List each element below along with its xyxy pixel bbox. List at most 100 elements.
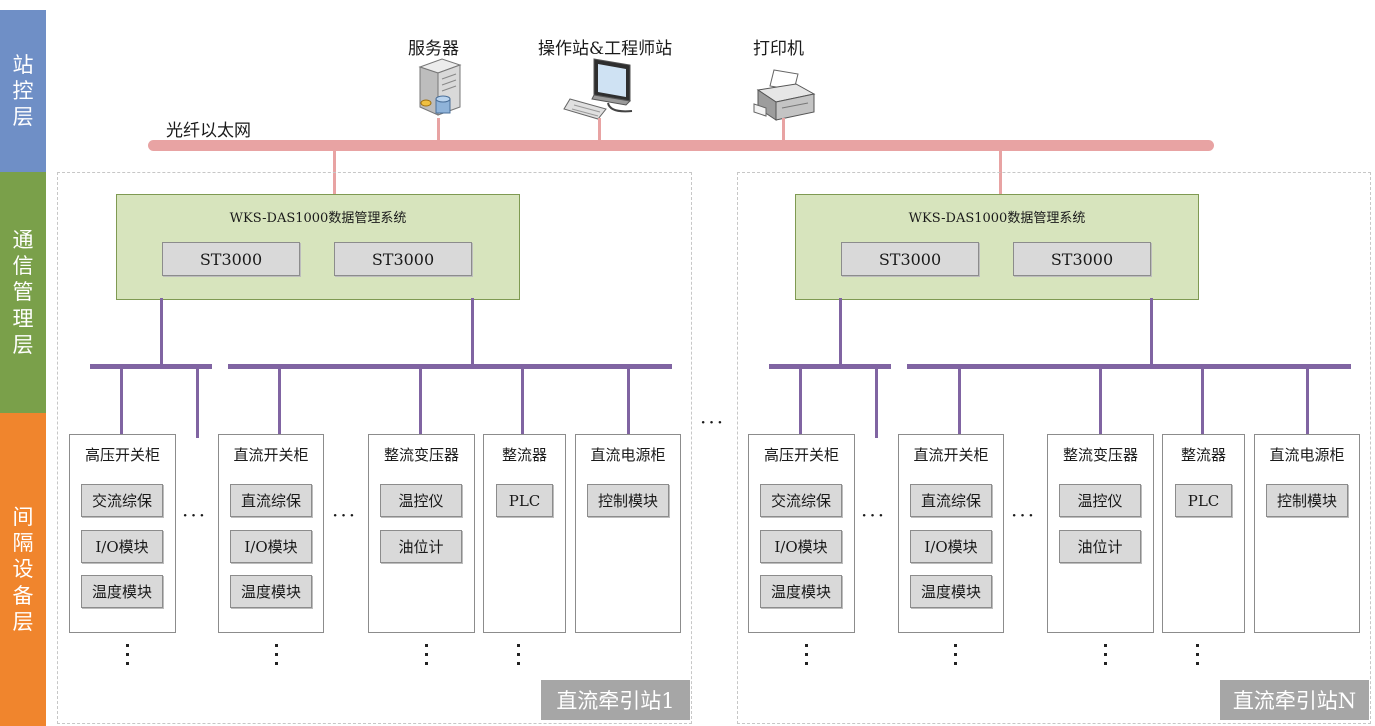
bus-drop [419, 368, 422, 434]
workstation-link [598, 118, 601, 142]
module: 控制模块 [1266, 484, 1348, 517]
bus-drop [1099, 368, 1102, 434]
hv-switchgear-cabinet: 高压开关柜 交流综保 I/O模块 温度模块 [748, 434, 855, 633]
cabinet-title: 整流变压器 [383, 446, 459, 464]
bus-drop [120, 368, 123, 434]
ellipsis: ··· [182, 503, 208, 527]
vertical-ellipsis [274, 644, 280, 671]
printer-label: 打印机 [753, 39, 804, 59]
rectifier-transformer-cabinet: 整流变压器 温控仪 油位计 [1047, 434, 1154, 633]
rectifier-cabinet: 整流器 PLC [483, 434, 566, 633]
module: 交流综保 [760, 484, 842, 517]
module: 直流综保 [230, 484, 312, 517]
printer-icon [752, 68, 818, 128]
das-system: WKS-DAS1000数据管理系统 ST3000 ST3000 [116, 194, 520, 300]
cabinet-title: 整流变压器 [1062, 446, 1138, 464]
dc-power-cabinet: 直流电源柜 控制模块 [575, 434, 681, 633]
layer-label: 间隔设备层 [12, 504, 34, 634]
layer-label: 站控层 [12, 52, 34, 130]
bus-drop [875, 368, 878, 438]
das-title: WKS-DAS1000数据管理系统 [229, 211, 407, 226]
st3000-unit: ST3000 [162, 242, 300, 276]
module: I/O模块 [81, 530, 163, 563]
workstation-label: 操作站&工程师站 [538, 39, 673, 59]
hv-switchgear-cabinet: 高压开关柜 交流综保 I/O模块 温度模块 [69, 434, 176, 633]
cabinet-title: 整流器 [501, 446, 547, 464]
das-system: WKS-DAS1000数据管理系统 ST3000 ST3000 [795, 194, 1199, 300]
ellipsis: ··· [332, 503, 358, 527]
workstation-icon [562, 55, 642, 125]
st-link [1150, 298, 1153, 366]
module: 控制模块 [587, 484, 669, 517]
bus-drop [627, 368, 630, 434]
dc-switchgear-cabinet: 直流开关柜 直流综保 I/O模块 温度模块 [218, 434, 324, 633]
module: 交流综保 [81, 484, 163, 517]
cabinet-title: 高压开关柜 [84, 446, 160, 464]
layer-communication: 通信管理层 [0, 172, 46, 413]
dc-power-cabinet: 直流电源柜 控制模块 [1254, 434, 1360, 633]
module: 温度模块 [760, 575, 842, 608]
cabinet-title: 整流器 [1180, 446, 1226, 464]
device-bus [907, 364, 1351, 369]
st3000-unit: ST3000 [334, 242, 472, 276]
vertical-ellipsis [1195, 644, 1201, 671]
station-label: 直流牵引站1 [541, 680, 690, 720]
printer-link [782, 118, 785, 142]
bus-drop [1201, 368, 1204, 434]
vertical-ellipsis [804, 644, 810, 671]
server-icon [412, 55, 468, 121]
module: 温控仪 [1059, 484, 1141, 517]
server-link [437, 118, 440, 142]
module: 温控仪 [380, 484, 462, 517]
bus-drop [521, 368, 524, 434]
st-link [160, 298, 163, 366]
cabinet-title: 直流开关柜 [913, 446, 989, 464]
cabinet-title: 直流开关柜 [233, 446, 309, 464]
bus-drop [799, 368, 802, 434]
layer-label: 通信管理层 [12, 227, 34, 357]
module: 油位计 [380, 530, 462, 563]
module: I/O模块 [230, 530, 312, 563]
fiber-ethernet-bus [148, 140, 1214, 151]
bus-drop [1306, 368, 1309, 434]
station-1 [57, 172, 692, 724]
ellipsis: ··· [861, 503, 887, 527]
bus-drop [196, 368, 199, 438]
bus-drop [278, 368, 281, 434]
st-link [839, 298, 842, 366]
device-bus [90, 364, 212, 369]
bus-drop [958, 368, 961, 434]
rectifier-transformer-cabinet: 整流变压器 温控仪 油位计 [368, 434, 475, 633]
vertical-ellipsis [125, 644, 131, 671]
module: 温度模块 [230, 575, 312, 608]
module: 油位计 [1059, 530, 1141, 563]
st3000-unit: ST3000 [1013, 242, 1151, 276]
station-label: 直流牵引站N [1220, 680, 1369, 720]
module: I/O模块 [910, 530, 992, 563]
st3000-unit: ST3000 [841, 242, 979, 276]
station-n [737, 172, 1371, 724]
vertical-ellipsis [1103, 644, 1109, 671]
das-title: WKS-DAS1000数据管理系统 [908, 211, 1086, 226]
module: 直流综保 [910, 484, 992, 517]
dc-switchgear-cabinet: 直流开关柜 直流综保 I/O模块 温度模块 [898, 434, 1004, 633]
cabinet-title: 高压开关柜 [763, 446, 839, 464]
vertical-ellipsis [424, 644, 430, 671]
module: PLC [1175, 484, 1232, 517]
device-bus [228, 364, 672, 369]
device-bus [769, 364, 891, 369]
layer-station-control: 站控层 [0, 10, 46, 172]
st-link [471, 298, 474, 366]
rectifier-cabinet: 整流器 PLC [1162, 434, 1245, 633]
station-ellipsis: ··· [700, 410, 726, 434]
vertical-ellipsis [953, 644, 959, 671]
cabinet-title: 直流电源柜 [1269, 446, 1345, 464]
module: I/O模块 [760, 530, 842, 563]
server-label: 服务器 [408, 39, 459, 59]
network-label: 光纤以太网 [166, 121, 251, 141]
cabinet-title: 直流电源柜 [590, 446, 666, 464]
vertical-ellipsis [516, 644, 522, 671]
module: PLC [496, 484, 553, 517]
module: 温度模块 [81, 575, 163, 608]
ellipsis: ··· [1011, 503, 1037, 527]
